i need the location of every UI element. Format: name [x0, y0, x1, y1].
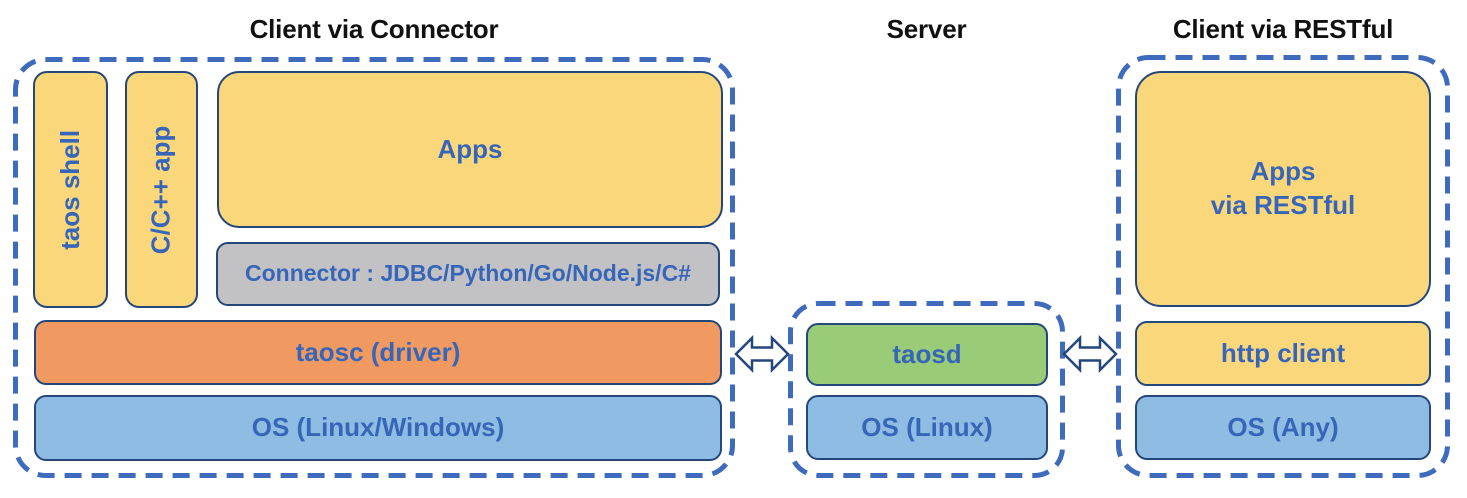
connector-label: Connector : JDBC/Python/Go/Node.js/C#: [245, 260, 691, 287]
client-connector-section-border: [13, 57, 735, 478]
taos-shell-box: taos shell: [33, 71, 108, 308]
client-connector-section-title: Client via Connector: [249, 14, 499, 44]
taosc-driver-box: taosc (driver): [34, 320, 722, 385]
http-client-box: http client: [1135, 321, 1431, 386]
os-linux-box: OS (Linux): [806, 395, 1048, 460]
client-restful-section-border: [1116, 55, 1450, 478]
os-any-label: OS (Any): [1227, 411, 1339, 442]
server-section-border: [788, 301, 1065, 478]
http-client-label: http client: [1220, 337, 1346, 368]
server-section-title: Server: [886, 14, 967, 44]
os-linux-windows-box: OS (Linux/Windows): [34, 395, 722, 461]
taosc-driver-label: taosc (driver): [295, 336, 461, 367]
apps-via-restful-box: Apps via RESTful: [1135, 71, 1431, 307]
os-linux-label: OS (Linux): [861, 411, 993, 442]
os-any-box: OS (Any): [1135, 395, 1431, 460]
taosd-label: taosd: [892, 338, 962, 369]
taos-shell-label: taos shell: [54, 129, 85, 250]
apps-via-restful-label: Apps via RESTful: [1210, 156, 1356, 220]
apps-label: Apps: [437, 133, 503, 164]
connector-box: Connector : JDBC/Python/Go/Node.js/C#: [216, 242, 720, 306]
apps-box: Apps: [217, 71, 723, 228]
client-restful-section-title: Client via RESTful: [1172, 14, 1394, 44]
bidirectional-arrow-icon: [1062, 334, 1118, 374]
os-linux-windows-label: OS (Linux/Windows): [251, 412, 505, 443]
taosd-box: taosd: [806, 323, 1048, 386]
bidirectional-arrow-icon: [734, 334, 790, 374]
cpp-app-label: C/C++ app: [145, 125, 176, 254]
cpp-app-box: C/C++ app: [125, 71, 198, 308]
